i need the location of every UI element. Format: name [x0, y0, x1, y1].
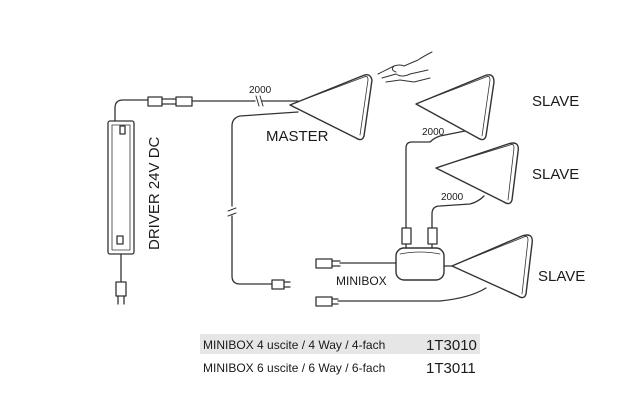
connector-pair-1 [147, 96, 193, 107]
cable-length-3: 2000 [441, 192, 464, 203]
cable-length-2: 2000 [422, 127, 445, 138]
slave2-cable [431, 195, 485, 229]
slave-light-2 [435, 142, 519, 205]
slave-light-1 [415, 74, 495, 141]
slave1-cable [405, 129, 471, 229]
minibox-unit [315, 227, 457, 281]
connector-pair-2 [271, 279, 291, 290]
slave-light-3 [451, 234, 533, 299]
cable-length-1: 2000 [249, 85, 272, 96]
slave-label-2: SLAVE [532, 166, 579, 183]
table-row-1-code: 1T3010 [426, 337, 477, 354]
master-output-cable [231, 111, 299, 207]
table-row-2-description: MINIBOX 6 uscite / 6 Way / 6-fach [203, 361, 385, 375]
master-label: MASTER [266, 128, 329, 145]
table-row-highlight [200, 334, 480, 354]
hand-icon [377, 51, 433, 83]
driver-unit [107, 120, 135, 305]
master-output-cable-lower [231, 215, 273, 285]
slave-label-1: SLAVE [532, 93, 579, 110]
driver-output-cable [114, 99, 149, 122]
minibox-label: MINIBOX [336, 274, 387, 288]
master-light [289, 73, 373, 141]
slave-label-3: SLAVE [538, 268, 585, 285]
table-row-2-code: 1T3011 [426, 360, 476, 377]
driver-label: DRIVER 24V DC [146, 136, 163, 250]
table-row-1-description: MINIBOX 4 uscite / 4 Way / 4-fach [203, 338, 385, 352]
minibox-spare-output [315, 287, 487, 307]
